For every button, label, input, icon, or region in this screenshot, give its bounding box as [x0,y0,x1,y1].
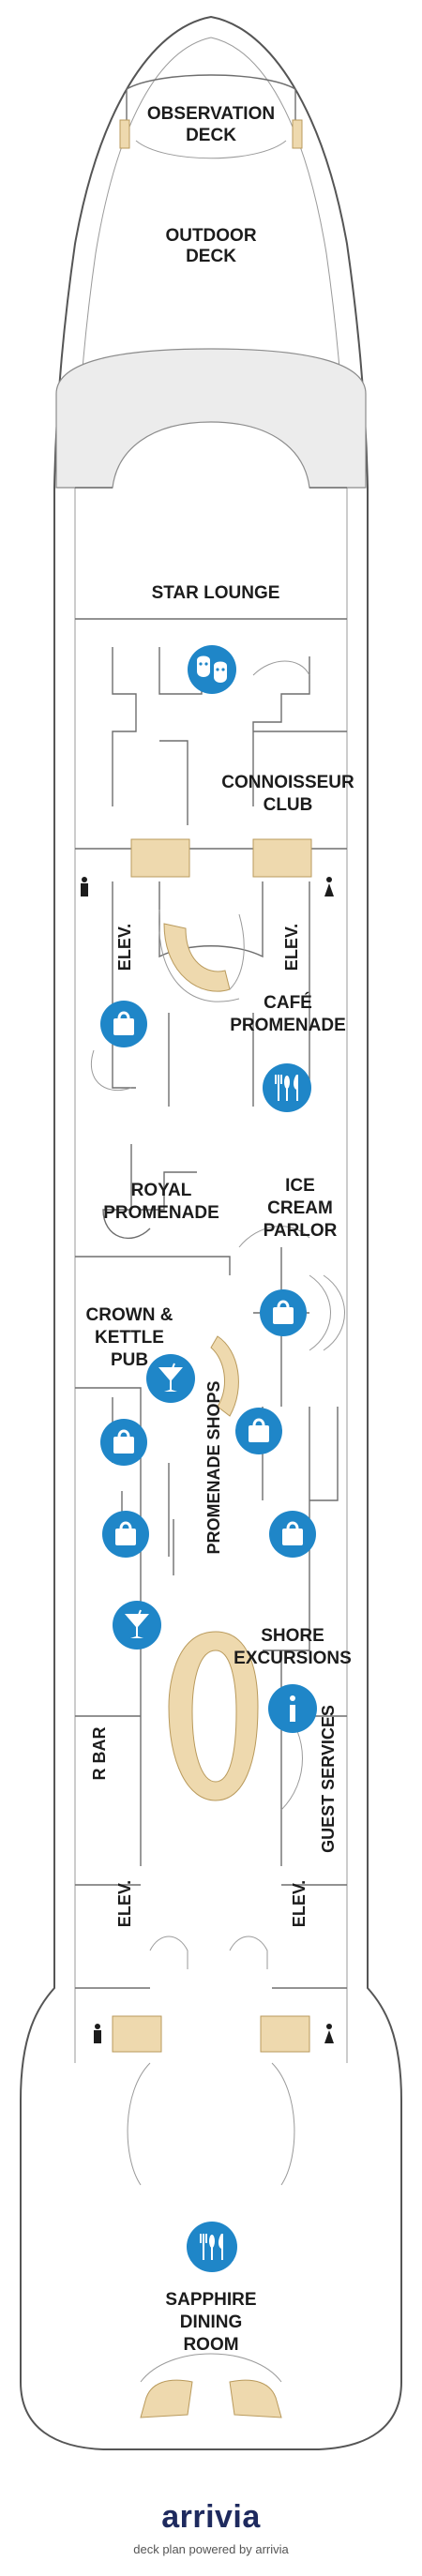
label-sapphire-1: SAPPHIRE [165,2290,256,2310]
label-crown-3: PUB [111,1350,148,1370]
label-outdoor-2: DECK [186,247,236,266]
label-sapphire-2: DINING [180,2312,243,2332]
label-elev-fore-right: ELEV. [282,924,301,971]
stair-fore-left [130,838,190,878]
label-guest-services: GUEST SERVICES [319,1705,338,1853]
decorative-curves [90,660,345,2383]
shopping-bag-icon[interactable] [260,1289,307,1336]
dining-icon[interactable] [187,2222,237,2272]
powered-by-text: deck plan powered by arrivia [133,2542,289,2556]
cocktail-icon[interactable] [113,1601,161,1650]
label-star-lounge: STAR LOUNGE [152,583,280,603]
dining-icon[interactable] [263,1063,311,1112]
stair-dining-left [140,2379,193,2418]
label-crown-2: KETTLE [95,1328,164,1348]
stair-oval [168,1631,259,1801]
shopping-bag-icon[interactable] [235,1408,282,1454]
stair-observation-right [292,119,303,149]
label-ice-3: PARLOR [264,1221,338,1241]
stair-aft-right [260,2015,310,2053]
shopping-bag-icon[interactable] [102,1511,149,1558]
label-shore-1: SHORE [261,1626,324,1646]
stair-observation-left [119,119,130,149]
label-r-bar: R BAR [90,1727,109,1781]
star-lounge-upper-area [55,348,367,489]
label-elev-aft-right: ELEV. [290,1880,309,1927]
star-lounge-walls [75,487,347,620]
stair-aft-left [112,2015,162,2053]
observation-curve [135,140,287,159]
label-promenade-shops: PROMENADE SHOPS [204,1380,223,1554]
restroom-icon [94,2024,101,2043]
shopping-bag-icon[interactable] [100,1001,147,1047]
label-outdoor-1: OUTDOOR [165,226,256,246]
cocktail-icon[interactable] [146,1354,195,1403]
shopping-bag-icon[interactable] [269,1511,316,1558]
restroom-icon [324,2024,334,2043]
ship-hull [20,15,402,2450]
label-crown-1: CROWN & [86,1305,173,1325]
label-sapphire-3: ROOM [183,2335,238,2355]
stair-fore-right [252,838,312,878]
spiral-fore-outline [158,909,245,1002]
label-elev-aft-left: ELEV. [115,1880,134,1927]
brand-logo: arrivia [161,2499,261,2535]
stair-dining-right [229,2379,282,2418]
label-cafe-1: CAFÉ [264,992,312,1013]
theater-masks-icon[interactable] [188,645,236,694]
label-elev-fore-left: ELEV. [115,924,134,971]
label-cafe-2: PROMENADE [230,1016,346,1035]
stair-shops-curve [210,1335,239,1417]
label-ice-1: ICE [285,1176,315,1196]
label-connoisseur-2: CLUB [264,795,313,815]
shopping-bag-icon[interactable] [100,1419,147,1466]
restroom-icon [81,877,88,896]
information-icon[interactable] [268,1684,317,1733]
restroom-icon [324,877,334,896]
label-royal-1: ROYAL [131,1181,192,1200]
label-observation-2: DECK [186,126,236,145]
label-connoisseur-1: CONNOISSEUR [221,773,354,792]
label-ice-2: CREAM [267,1198,333,1218]
label-shore-2: EXCURSIONS [234,1649,352,1668]
label-royal-2: PROMENADE [103,1203,219,1223]
label-observation-1: OBSERVATION [147,104,275,124]
